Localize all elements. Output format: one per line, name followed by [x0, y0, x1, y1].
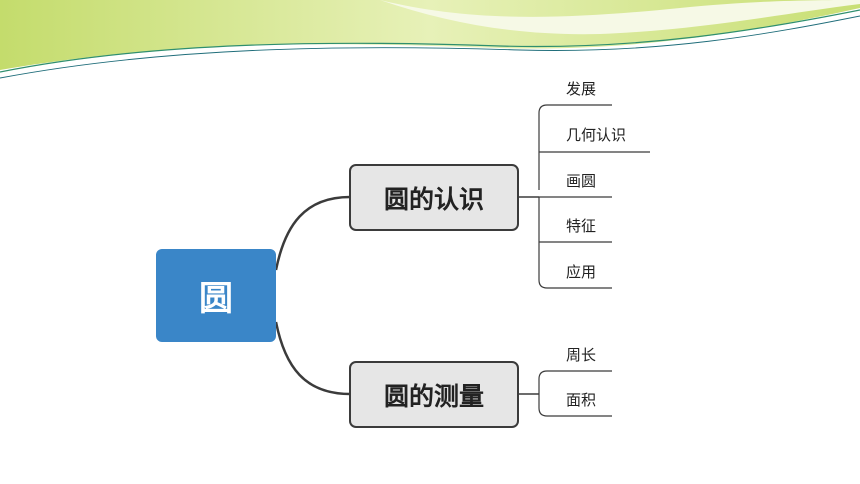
branch-1-bracket-top [538, 104, 548, 190]
subtopic-drawing-circle[interactable]: 画圆 [566, 172, 597, 190]
subtopic-application[interactable]: 应用 [566, 263, 597, 281]
central-topic[interactable]: 圆 [156, 249, 276, 342]
main-topic-circle-measurement[interactable]: 圆的测量 [349, 361, 519, 428]
subtopic-geometric-understanding[interactable]: 几何认识 [566, 126, 627, 144]
root-to-branch-1-connector [274, 195, 351, 271]
subtopic-area[interactable]: 面积 [566, 391, 597, 409]
subtopic-development[interactable]: 发展 [566, 80, 597, 98]
branch-2-bracket-top [538, 370, 548, 394]
branch-2-bracket-bottom [538, 394, 612, 417]
subtopic-characteristics[interactable]: 特征 [566, 217, 597, 235]
root-to-branch-2-connector [274, 321, 351, 396]
subtopic-circumference[interactable]: 周长 [566, 346, 597, 364]
header-swoosh-decoration [0, 0, 860, 79]
branch-1-bracket-bottom [538, 197, 612, 289]
main-topic-circle-understanding[interactable]: 圆的认识 [349, 164, 519, 231]
